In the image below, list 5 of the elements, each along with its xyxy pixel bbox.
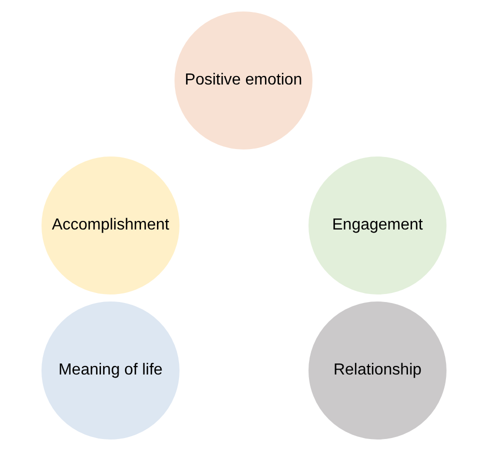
node-circle: Meaning of life [41,302,179,440]
node-circle: Accomplishment [41,156,179,294]
node-circle: Positive emotion [174,12,312,150]
node-circle: Relationship [308,302,446,440]
node-circle: Engagement [308,156,446,294]
